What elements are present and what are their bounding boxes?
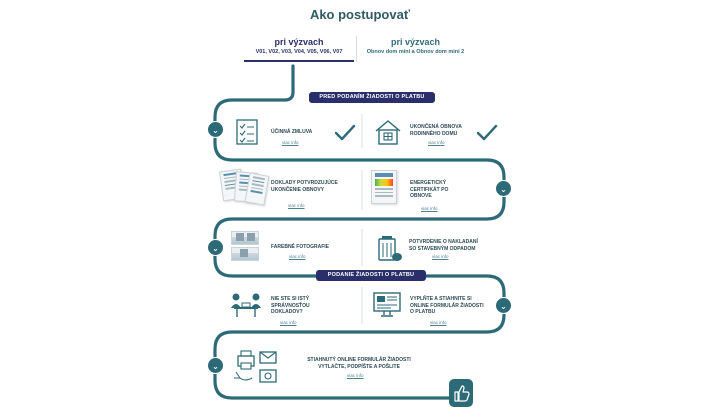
more-info-link[interactable]: viac info	[432, 254, 449, 259]
step-label: ÚČINNÁ ZMLUVA	[271, 129, 313, 135]
print-mail-icon	[234, 350, 277, 383]
more-info-link[interactable]: viac info	[289, 254, 306, 259]
more-info-link[interactable]: viac info	[430, 320, 447, 325]
chevron-down-icon: ⌄	[495, 180, 512, 197]
thumbs-up-icon	[449, 379, 473, 407]
tab-label: pri výzvach	[390, 37, 441, 47]
checklist-icon	[236, 119, 258, 145]
chevron-down-icon: ⌄	[495, 297, 512, 314]
step-label: FAREBNÉ FOTOGRAFIE	[271, 244, 329, 250]
checkmark-icon	[334, 124, 356, 141]
tab-sublabel: V01, V02, V03, V04, V05, V06, V07	[255, 49, 343, 55]
more-info-link[interactable]: viac info	[280, 320, 297, 325]
step-label: ENERGETICKÝ CERTIFIKÁT PO OBNOVE	[410, 180, 449, 199]
certificate-icon	[371, 170, 397, 204]
tab-label: pri výzvach	[274, 37, 324, 47]
online-form-icon	[373, 292, 401, 317]
tab-calls-obnov-dom-mini[interactable]: pri výzvach Obnov dom mini a Obnov dom m…	[356, 36, 474, 62]
tab-calls-v01-v07[interactable]: pri výzvach V01, V02, V03, V04, V05, V06…	[244, 36, 354, 62]
more-info-link[interactable]: viac info	[282, 140, 299, 145]
section-before-submission: PRED PODANÍM ŽIADOSTI O PLATBU	[309, 92, 435, 103]
chevron-down-icon: ⌄	[207, 239, 224, 256]
checkmark-icon	[476, 124, 498, 141]
step-label: STIAHNUTÝ ONLINE FORMULÁR ŽIADOSTI VYTLA…	[307, 357, 411, 370]
tab-sublabel: Obnov dom mini a Obnov dom mini 2	[366, 49, 465, 55]
section-submission: PODANIE ŽIADOSTI O PLATBU	[316, 270, 426, 281]
step-label: UKONČENÁ OBNOVA RODINNÉHO DOMU	[410, 124, 462, 137]
more-info-link[interactable]: viac info	[421, 206, 438, 211]
step-label: POTVRDENIE O NAKLADANÍ SO STAVEBNÝM ODPA…	[409, 239, 478, 252]
step-label: NIE STE SI ISTÝ SPRÁVNOSŤOU DOKLADOV?	[271, 296, 310, 315]
more-info-link[interactable]: viac info	[428, 140, 445, 145]
chevron-down-icon: ⌄	[207, 121, 224, 138]
step-label: DOKLADY POTVRDZUJÚCE UKONČENIE OBNOVY	[271, 180, 338, 193]
more-info-link[interactable]: viac info	[347, 373, 364, 378]
more-info-link[interactable]: viac info	[288, 203, 305, 208]
chevron-down-icon: ⌄	[207, 357, 224, 374]
step-label: VYPLŇTE A STIAHNITE SI ONLINE FORMULÁR Ž…	[410, 296, 484, 315]
waste-bin-icon	[378, 236, 402, 261]
consultation-icon	[231, 293, 261, 317]
house-icon	[375, 120, 401, 145]
page-title: Ako postupovať	[309, 7, 411, 22]
